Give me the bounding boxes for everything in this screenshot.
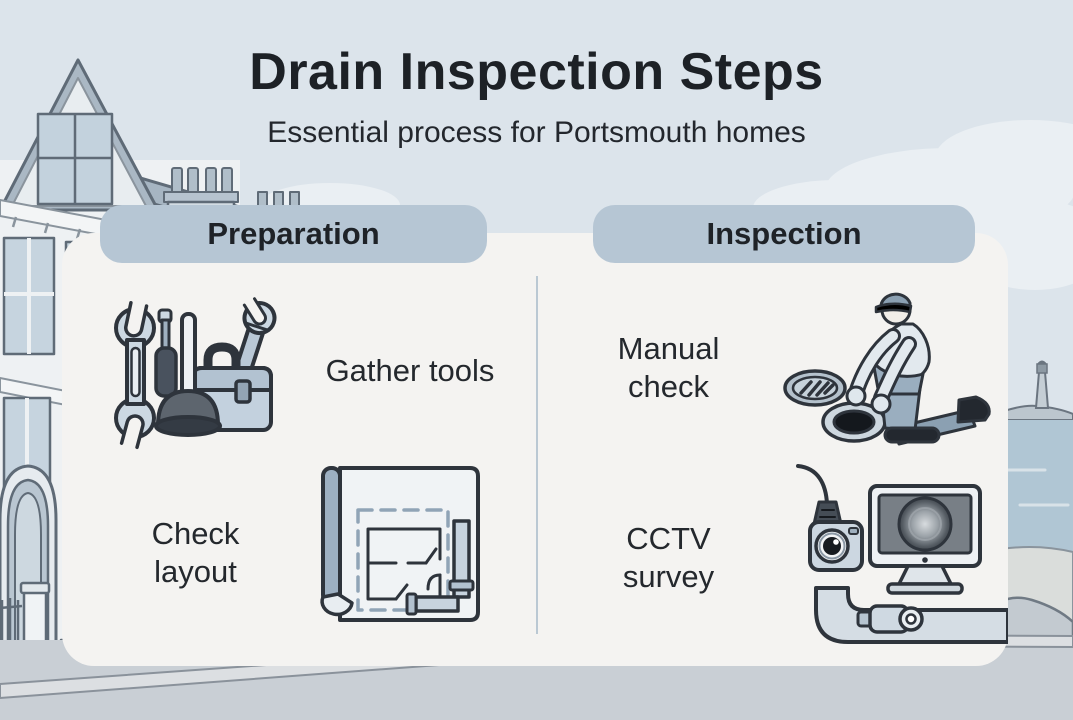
floor-plan-lines <box>366 527 442 601</box>
glove <box>845 385 867 407</box>
manhole-cover <box>783 369 847 407</box>
toolbox-icon <box>191 342 273 432</box>
adjustable-wrench-icon <box>233 297 277 379</box>
manhole-worker-icon <box>772 278 994 466</box>
monitor-icon <box>868 484 982 595</box>
screwdriver-icon <box>154 308 178 398</box>
content-panel <box>62 233 1008 666</box>
column-header-label: Preparation <box>207 216 380 251</box>
step-label-check-layout: Check layout <box>151 516 240 589</box>
blueprint-icon <box>300 463 492 643</box>
page-title: Drain Inspection Steps <box>249 43 824 101</box>
plunger-icon <box>154 312 222 437</box>
plan-dashed-border <box>356 508 450 612</box>
wrench-icon <box>114 300 156 450</box>
step-label-gather-tools: Gather tools <box>325 353 495 388</box>
porch-door <box>0 464 58 667</box>
tools-icon <box>103 288 298 468</box>
step-label-manual-check: Manual check <box>617 331 720 404</box>
column-header-label: Inspection <box>706 216 862 251</box>
worker-figure <box>845 292 991 446</box>
cable <box>796 464 829 506</box>
glove <box>870 393 892 415</box>
plan-sheet <box>338 466 480 622</box>
open-manhole <box>821 401 887 443</box>
plan-roll <box>321 466 342 605</box>
step-label-cctv-survey: CCTV survey <box>622 521 715 594</box>
plan-pipe <box>405 519 475 616</box>
column-header-inspection: Inspection <box>593 205 975 263</box>
page-subtitle: Essential process for Portsmouth homes <box>267 116 806 149</box>
pipe-view <box>897 496 953 552</box>
column-header-preparation: Preparation <box>100 205 487 263</box>
column-divider <box>536 276 538 634</box>
lighthouse-icon <box>1034 360 1050 409</box>
inspection-camera <box>796 464 864 572</box>
cctv-camera-icon <box>770 460 1008 660</box>
pipe-crawler-camera <box>856 604 924 634</box>
